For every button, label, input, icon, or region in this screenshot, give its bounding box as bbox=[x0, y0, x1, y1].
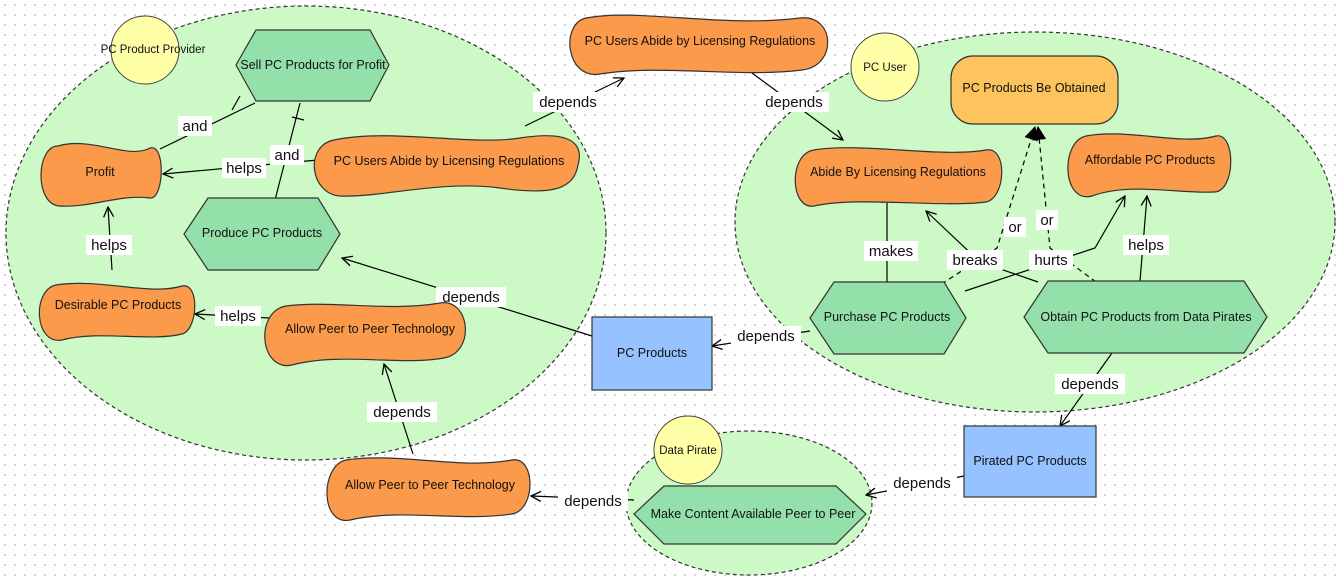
svg-text:depends: depends bbox=[893, 475, 951, 492]
link-label-makes: makes bbox=[864, 241, 918, 261]
svg-text:Obtain PC Products from Data P: Obtain PC Products from Data Pirates bbox=[1040, 310, 1251, 324]
svg-text:helps: helps bbox=[220, 308, 256, 325]
task-produce-pc-products[interactable]: Produce PC Products bbox=[183, 197, 341, 271]
svg-text:helps: helps bbox=[91, 237, 127, 254]
link-label-depends-pirated: depends bbox=[1055, 374, 1125, 394]
svg-text:Desirable PC Products: Desirable PC Products bbox=[55, 298, 181, 312]
svg-text:depends: depends bbox=[539, 94, 597, 111]
link-label-and-1: and bbox=[178, 116, 212, 136]
actor-pc-user[interactable]: PC User bbox=[850, 32, 920, 102]
svg-text:PC Product Provider: PC Product Provider bbox=[101, 44, 206, 56]
or-link-1 bbox=[933, 125, 1038, 290]
softgoal-desirable-pc-products[interactable]: Desirable PC Products bbox=[38, 282, 196, 341]
svg-text:PC User: PC User bbox=[863, 62, 907, 74]
svg-text:Affordable PC Products: Affordable PC Products bbox=[1085, 153, 1215, 167]
svg-text:Allow Peer to Peer Technology: Allow Peer to Peer Technology bbox=[285, 322, 456, 336]
link-label-or-2: or bbox=[1036, 210, 1058, 230]
softgoal-users-abide-top[interactable]: PC Users Abide by Licensing Regulations bbox=[569, 14, 829, 75]
goal-pc-products-be-obtained[interactable]: PC Products Be Obtained bbox=[950, 55, 1119, 125]
svg-text:Data Pirate: Data Pirate bbox=[659, 445, 717, 457]
or-link-2 bbox=[1032, 125, 1097, 283]
resource-pc-products[interactable]: PC Products bbox=[591, 316, 713, 391]
actor-pc-product-provider[interactable]: PC Product Provider bbox=[101, 15, 206, 85]
svg-text:Make Content Available Peer to: Make Content Available Peer to Peer bbox=[651, 507, 856, 521]
link-label-hurts: hurts bbox=[1029, 250, 1073, 270]
link-label-depends-make-pirated: depends bbox=[887, 473, 957, 493]
svg-text:and: and bbox=[182, 118, 207, 135]
task-obtain-from-pirates[interactable]: Obtain PC Products from Data Pirates bbox=[1023, 280, 1268, 354]
svg-text:PC Products: PC Products bbox=[617, 346, 687, 360]
softgoal-affordable-pc-products[interactable]: Affordable PC Products bbox=[1067, 133, 1232, 198]
svg-text:depends: depends bbox=[1061, 376, 1119, 393]
link-label-depends-top-right: depends bbox=[759, 92, 829, 112]
svg-text:depends: depends bbox=[442, 289, 500, 306]
svg-text:depends: depends bbox=[373, 404, 431, 421]
svg-text:Pirated PC Products: Pirated PC Products bbox=[973, 454, 1086, 468]
svg-text:PC Users Abide by Licensing Re: PC Users Abide by Licensing Regulations bbox=[585, 34, 816, 48]
svg-text:helps: helps bbox=[226, 160, 262, 177]
svg-text:Produce PC Products: Produce PC Products bbox=[202, 226, 322, 240]
hurts-link bbox=[964, 196, 1125, 292]
resource-pirated-pc-products[interactable]: Pirated PC Products bbox=[963, 425, 1097, 498]
link-label-depends-p2p: depends bbox=[367, 402, 437, 422]
actor-data-pirate[interactable]: Data Pirate bbox=[653, 415, 723, 485]
svg-text:or: or bbox=[1008, 219, 1021, 236]
svg-text:or: or bbox=[1040, 212, 1053, 229]
link-label-helps-profit: helps bbox=[222, 158, 266, 178]
link-label-breaks: breaks bbox=[947, 250, 1003, 270]
svg-text:depends: depends bbox=[737, 328, 795, 345]
link-label-depends-purchase: depends bbox=[731, 326, 801, 346]
softgoal-allow-p2p-inner[interactable]: Allow Peer to Peer Technology bbox=[264, 302, 466, 367]
svg-text:breaks: breaks bbox=[952, 252, 997, 269]
svg-text:Abide By Licensing Regulations: Abide By Licensing Regulations bbox=[810, 165, 986, 179]
link-label-helps-p2p: helps bbox=[215, 306, 261, 326]
link-label-and-2: and bbox=[270, 145, 304, 165]
svg-text:PC Users Abide by Licensing Re: PC Users Abide by Licensing Regulations bbox=[334, 154, 565, 168]
link-label-or-1: or bbox=[1004, 217, 1026, 237]
task-purchase-pc-products[interactable]: Purchase PC Products bbox=[809, 281, 967, 355]
svg-text:Allow Peer to Peer Technology: Allow Peer to Peer Technology bbox=[345, 478, 516, 492]
softgoal-allow-p2p-outer[interactable]: Allow Peer to Peer Technology bbox=[326, 457, 531, 521]
svg-text:depends: depends bbox=[765, 94, 823, 111]
and-bar-2 bbox=[291, 116, 305, 121]
svg-text:and: and bbox=[274, 147, 299, 164]
svg-text:hurts: hurts bbox=[1034, 252, 1067, 269]
svg-text:PC Products Be Obtained: PC Products Be Obtained bbox=[962, 81, 1105, 95]
softgoal-abide-by-licensing[interactable]: Abide By Licensing Regulations bbox=[794, 147, 1003, 207]
link-label-depends-pc-produce: depends bbox=[436, 287, 506, 307]
svg-text:depends: depends bbox=[564, 493, 622, 510]
task-make-content-p2p[interactable]: Make Content Available Peer to Peer bbox=[633, 485, 867, 545]
link-label-helps-desirable: helps bbox=[86, 235, 132, 255]
svg-text:Profit: Profit bbox=[85, 165, 115, 179]
and-bar-1 bbox=[231, 95, 241, 111]
svg-text:makes: makes bbox=[869, 243, 913, 260]
link-label-depends-make-p2p: depends bbox=[558, 491, 628, 511]
softgoal-profit[interactable]: Profit bbox=[40, 142, 162, 207]
link-label-helps-affordable: helps bbox=[1123, 235, 1169, 255]
svg-text:Sell PC Products for Profit: Sell PC Products for Profit bbox=[240, 58, 386, 72]
link-label-depends-top-left: depends bbox=[533, 92, 603, 112]
svg-text:Purchase PC Products: Purchase PC Products bbox=[824, 310, 950, 324]
softgoal-users-abide-inner[interactable]: PC Users Abide by Licensing Regulations bbox=[313, 135, 580, 197]
task-sell-pc-products[interactable]: Sell PC Products for Profit bbox=[235, 29, 390, 102]
svg-text:helps: helps bbox=[1128, 237, 1164, 254]
